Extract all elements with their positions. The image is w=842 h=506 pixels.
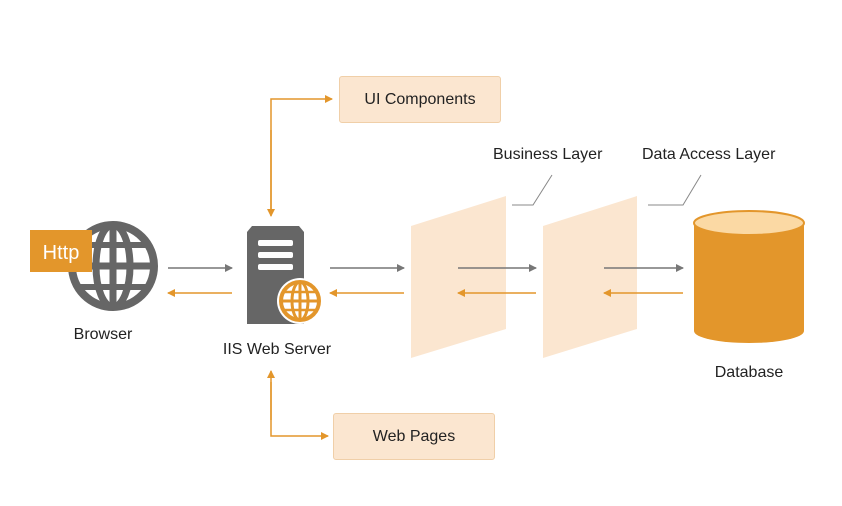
web-pages-label: Web Pages	[372, 427, 456, 445]
connector-server-web-pages	[267, 370, 329, 440]
ui-components-box: UI Components	[339, 76, 501, 123]
business-layer-panel	[411, 196, 506, 358]
browser-globe-icon	[68, 221, 158, 311]
data-access-layer-label: Data Access Layer	[642, 146, 776, 163]
data-access-layer-panel	[543, 196, 637, 358]
http-badge-text: Http	[43, 242, 80, 264]
server-globe-icon	[277, 278, 323, 324]
database-label: Database	[714, 364, 784, 381]
http-badge: Http	[30, 230, 92, 272]
data-access-layer-callout-line	[648, 174, 702, 206]
connector-server-ui-components	[267, 95, 333, 217]
business-layer-label: Business Layer	[493, 146, 603, 163]
business-layer-callout-line	[512, 174, 553, 206]
database-icon	[693, 210, 805, 343]
web-pages-box: Web Pages	[333, 413, 495, 460]
server-label: IIS Web Server	[222, 341, 332, 358]
browser-label: Browser	[73, 326, 133, 343]
ui-components-label: UI Components	[364, 90, 476, 108]
